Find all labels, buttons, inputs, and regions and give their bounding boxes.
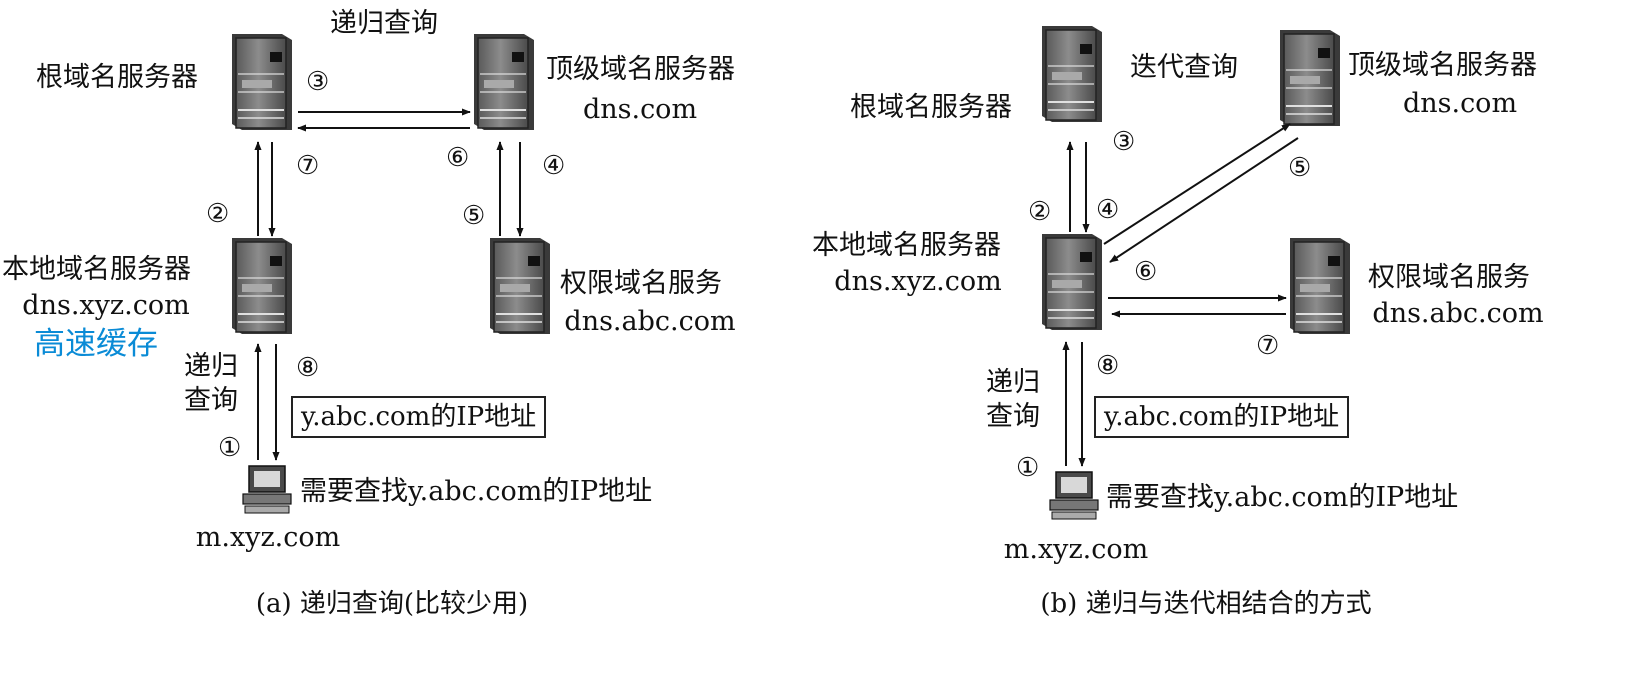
a-root-server-icon bbox=[231, 33, 293, 131]
a-client-host: m.xyz.com bbox=[195, 522, 341, 553]
b-arrows bbox=[1062, 123, 1299, 467]
a-client-query-label: 递归 查询 bbox=[184, 350, 238, 418]
b-client-query-line1: 递归 bbox=[986, 367, 1040, 398]
a-client-query-line1: 递归 bbox=[184, 351, 238, 382]
b-client-query-label: 递归 查询 bbox=[986, 366, 1040, 434]
b-arrow-3 bbox=[1103, 123, 1291, 245]
b-step-8: ⑧ bbox=[1096, 351, 1120, 381]
b-tld-domain: dns.com bbox=[1402, 88, 1518, 119]
a-step-7: ⑦ bbox=[296, 151, 320, 181]
a-step-1: ① bbox=[218, 433, 242, 463]
b-auth-server-icon bbox=[1289, 237, 1351, 335]
b-local-domain: dns.xyz.com bbox=[834, 266, 1002, 297]
b-arrow-5 bbox=[1109, 137, 1299, 263]
b-step-2: ② bbox=[1028, 197, 1052, 227]
a-tld-domain: dns.com bbox=[582, 94, 698, 125]
a-auth-domain: dns.abc.com bbox=[564, 306, 736, 337]
b-client-query-line2: 查询 bbox=[986, 401, 1040, 432]
a-client-need: 需要查找y.abc.com的IP地址 bbox=[300, 476, 653, 507]
b-top-label: 迭代查询 bbox=[1130, 52, 1238, 83]
a-step-6: ⑥ bbox=[446, 143, 470, 173]
b-auth-server-label: 权限域名服务 bbox=[1368, 262, 1530, 293]
b-local-server-icon bbox=[1041, 233, 1103, 331]
a-step-4: ④ bbox=[542, 151, 566, 181]
b-step-3: ③ bbox=[1112, 127, 1136, 157]
b-tld-server-label: 顶级域名服务器 bbox=[1348, 50, 1537, 81]
b-client-host: m.xyz.com bbox=[1003, 534, 1149, 565]
a-tld-server-label: 顶级域名服务器 bbox=[546, 54, 735, 85]
a-step-5: ⑤ bbox=[462, 201, 486, 231]
b-client-need: 需要查找y.abc.com的IP地址 bbox=[1106, 482, 1459, 513]
a-client-query-line2: 查询 bbox=[184, 385, 238, 416]
a-step-8: ⑧ bbox=[296, 353, 320, 383]
a-tld-server-icon bbox=[473, 33, 535, 131]
b-client-computer-icon bbox=[1049, 471, 1099, 520]
b-local-server-label: 本地域名服务器 bbox=[812, 230, 1001, 261]
b-result-box: y.abc.com的IP地址 bbox=[1094, 396, 1350, 438]
b-step-6: ⑥ bbox=[1134, 257, 1158, 287]
a-local-server-label: 本地域名服务器 bbox=[2, 254, 191, 285]
a-auth-server-label: 权限域名服务 bbox=[560, 268, 722, 299]
b-step-1: ① bbox=[1016, 453, 1040, 483]
a-client-computer-icon bbox=[242, 465, 292, 514]
b-caption: (b) 递归与迭代相结合的方式 bbox=[1040, 589, 1372, 619]
b-step-5: ⑤ bbox=[1288, 153, 1312, 183]
b-root-server-label: 根域名服务器 bbox=[850, 92, 1012, 123]
b-tld-server-icon bbox=[1279, 29, 1341, 127]
a-result-box: y.abc.com的IP地址 bbox=[291, 396, 547, 438]
a-root-server-label: 根域名服务器 bbox=[36, 62, 198, 93]
a-step-2: ② bbox=[206, 199, 230, 229]
a-local-domain: dns.xyz.com bbox=[22, 290, 190, 321]
a-step-3: ③ bbox=[306, 67, 330, 97]
b-root-server-icon bbox=[1041, 25, 1103, 123]
b-step-7: ⑦ bbox=[1256, 331, 1280, 361]
b-step-4: ④ bbox=[1096, 195, 1120, 225]
a-cache-note: 高速缓存 bbox=[34, 326, 158, 362]
b-auth-domain: dns.abc.com bbox=[1372, 298, 1544, 329]
a-top-label: 递归查询 bbox=[330, 8, 438, 39]
a-caption: (a) 递归查询(比较少用) bbox=[255, 589, 529, 619]
a-auth-server-icon bbox=[489, 237, 551, 335]
a-arrows bbox=[254, 108, 524, 461]
a-local-server-icon bbox=[231, 237, 293, 335]
